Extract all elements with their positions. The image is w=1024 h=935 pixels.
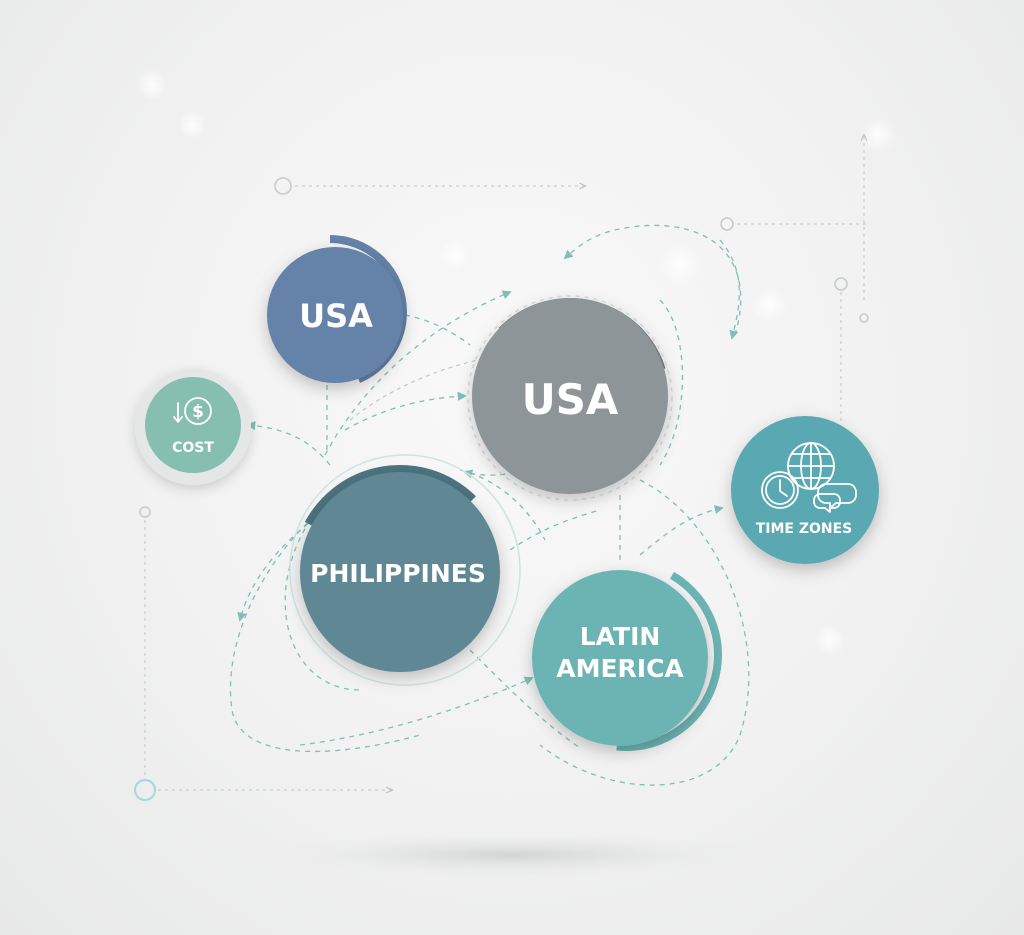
connector-mid-arrow	[463, 469, 546, 479]
deco-dot	[274, 177, 292, 195]
node-usa-large[interactable]: USA	[467, 295, 673, 501]
connector-orbit-top	[563, 224, 742, 336]
deco-dot	[139, 506, 151, 518]
time-zones-circle	[731, 416, 879, 564]
connector-bottom-sweep	[299, 676, 534, 746]
cost-circle	[145, 377, 241, 473]
node-philippines[interactable]: PHILIPPINES	[258, 431, 542, 715]
connector-phil-to-usa	[344, 391, 467, 431]
connector-phil-ring	[284, 519, 361, 691]
deco-dot	[133, 778, 157, 802]
connector-usa-to-phil	[509, 509, 601, 551]
connector-to-cost	[246, 421, 331, 466]
philippines-circle	[300, 472, 500, 672]
deco-dot	[720, 217, 734, 231]
floor-shadow	[262, 833, 762, 877]
usa-small-circle	[267, 247, 403, 383]
connector-orbit-top-right	[719, 239, 740, 340]
decorative-lines	[133, 135, 869, 802]
node-cost[interactable]: $ COST	[135, 369, 251, 485]
connector-latam-loop	[539, 479, 750, 786]
node-usa-small[interactable]: USA	[253, 235, 407, 389]
deco-dot	[859, 313, 869, 323]
connector-to-timezones	[639, 505, 724, 556]
down-arrow-icon	[173, 402, 183, 423]
dollar-icon: $	[184, 397, 212, 425]
connector-left-sweep	[324, 290, 512, 456]
latin-america-label-line2: AMERICA	[556, 654, 684, 683]
connector-usa-to-usa	[404, 314, 471, 346]
connector-lower-cross	[469, 649, 581, 749]
svg-text:$: $	[192, 402, 204, 422]
usa-small-label: USA	[299, 297, 373, 335]
time-zones-label: TIME ZONES	[756, 521, 853, 537]
cost-label: COST	[172, 440, 214, 456]
deco-dot	[834, 277, 848, 291]
chat-bubbles-icon	[813, 483, 857, 513]
usa-large-label: USA	[522, 375, 619, 424]
philippines-label: PHILIPPINES	[310, 559, 486, 588]
background-glows	[136, 69, 896, 656]
node-time-zones[interactable]: TIME ZONES	[731, 416, 879, 564]
globe-icon	[787, 442, 835, 490]
connector-right-arc	[659, 299, 684, 466]
usa-large-circle	[472, 298, 668, 494]
node-latin-america[interactable]: LATIN AMERICA	[500, 529, 751, 780]
latin-america-circle	[532, 570, 708, 746]
latin-america-label-line1: LATIN	[580, 622, 661, 651]
clock-icon	[761, 471, 799, 509]
